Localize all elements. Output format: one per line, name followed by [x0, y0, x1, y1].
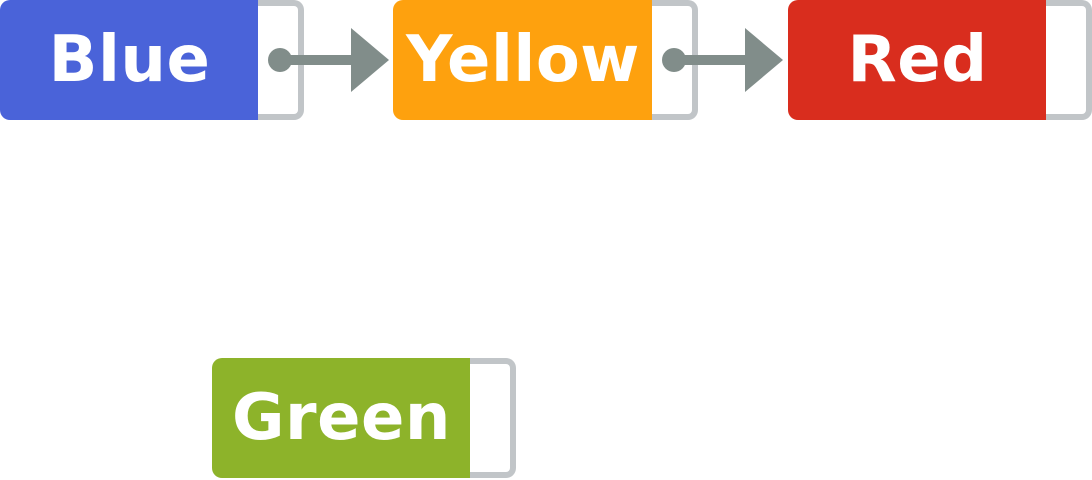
- link-yellow-to-red: [662, 28, 783, 92]
- node-yellow-value: Yellow: [393, 0, 653, 120]
- arrow-head-icon: [351, 28, 389, 92]
- node-red: Red: [788, 0, 1092, 120]
- arrow-head-icon: [745, 28, 783, 92]
- node-green-pointer-box: [470, 358, 516, 478]
- node-red-pointer-box: [1046, 0, 1092, 120]
- node-blue-value: Blue: [0, 0, 259, 120]
- link-shaft: [280, 55, 355, 65]
- node-green: Green: [212, 358, 516, 478]
- node-red-value: Red: [788, 0, 1047, 120]
- link-shaft: [674, 55, 749, 65]
- link-blue-to-yellow: [268, 28, 389, 92]
- node-green-value: Green: [212, 358, 471, 478]
- node-blue: Blue: [0, 0, 304, 120]
